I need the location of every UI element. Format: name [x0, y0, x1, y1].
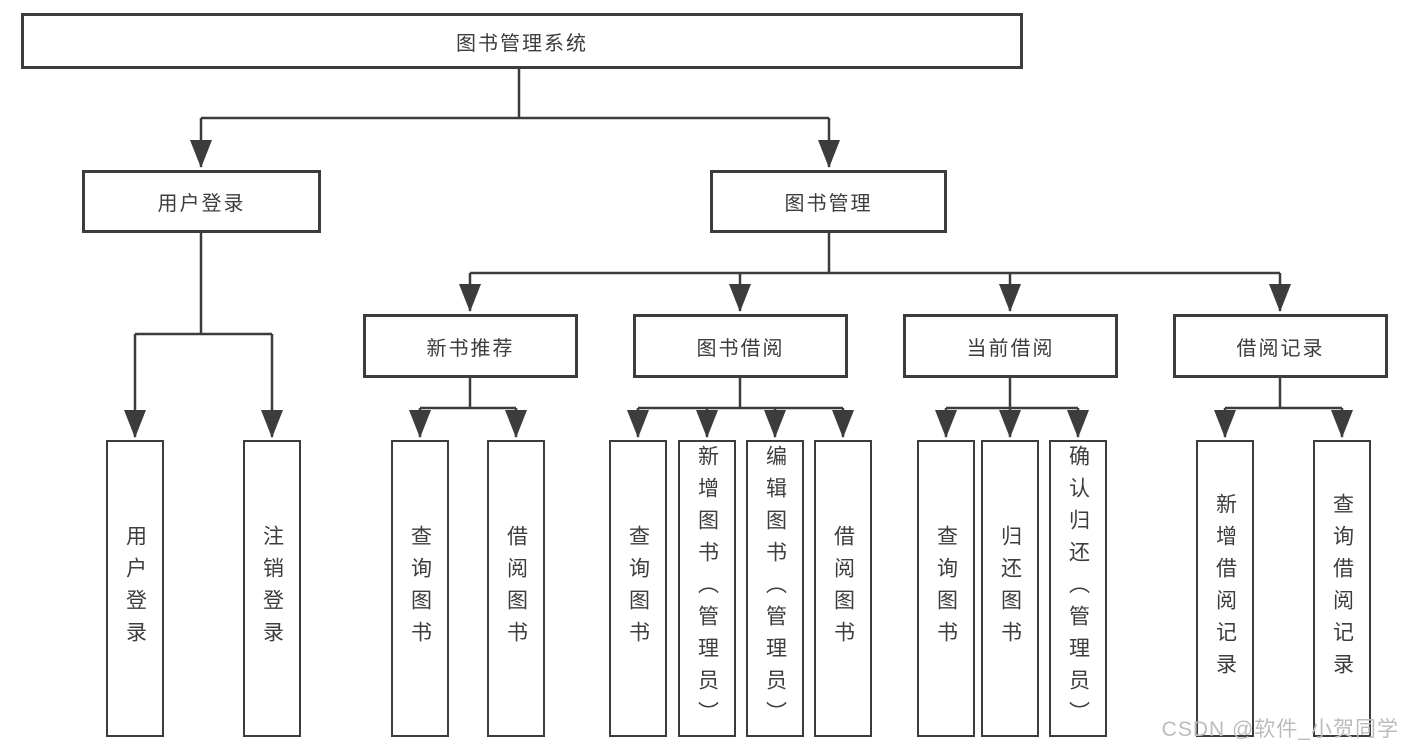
- leaf-user-login: 用户登录: [106, 440, 164, 737]
- leaf-confirm-return-admin-label: 确认归还（管理员）: [1066, 444, 1090, 733]
- leaf-query-books-current: 查询图书: [917, 440, 975, 737]
- leaf-confirm-return-admin: 确认归还（管理员）: [1049, 440, 1107, 737]
- node-book-borrowing: 图书借阅: [633, 314, 848, 378]
- leaf-borrow-books-label: 借阅图书: [831, 524, 855, 653]
- leaf-add-borrow-record: 新增借阅记录: [1196, 440, 1254, 737]
- node-root-label: 图书管理系统: [456, 32, 588, 55]
- leaf-edit-books-admin-label: 编辑图书（管理员）: [763, 444, 787, 733]
- leaf-add-books-admin-label: 新增图书（管理员）: [695, 444, 719, 733]
- leaf-query-books-borrow: 查询图书: [609, 440, 667, 737]
- node-borrowing-records: 借阅记录: [1173, 314, 1388, 378]
- leaf-add-borrow-record-label: 新增借阅记录: [1213, 492, 1237, 685]
- leaf-query-books-recommend: 查询图书: [391, 440, 449, 737]
- leaf-logout-label: 注销登录: [260, 524, 284, 653]
- node-borrowing-records-label: 借阅记录: [1236, 337, 1325, 360]
- node-new-book-recommendation-label: 新书推荐: [426, 337, 515, 360]
- leaf-edit-books-admin: 编辑图书（管理员）: [746, 440, 804, 737]
- node-book-borrowing-label: 图书借阅: [696, 337, 785, 360]
- node-user-login: 用户登录: [82, 170, 321, 233]
- leaf-query-books-recommend-label: 查询图书: [408, 524, 432, 653]
- node-new-book-recommendation: 新书推荐: [363, 314, 578, 378]
- node-current-borrowing: 当前借阅: [903, 314, 1118, 378]
- csdn-watermark: CSDN @软件_小贺同学: [1161, 718, 1399, 741]
- leaf-query-books-current-label: 查询图书: [934, 524, 958, 653]
- leaf-borrow-books: 借阅图书: [814, 440, 872, 737]
- leaf-return-books-label: 归还图书: [998, 524, 1022, 653]
- node-book-management-label: 图书管理: [784, 193, 873, 215]
- node-user-login-label: 用户登录: [157, 193, 246, 215]
- leaf-user-login-label: 用户登录: [123, 524, 147, 653]
- leaf-query-books-borrow-label: 查询图书: [626, 524, 650, 653]
- node-current-borrowing-label: 当前借阅: [966, 337, 1055, 360]
- node-book-management: 图书管理: [710, 170, 947, 233]
- leaf-add-books-admin: 新增图书（管理员）: [678, 440, 736, 737]
- leaf-logout: 注销登录: [243, 440, 301, 737]
- node-root-system: 图书管理系统: [21, 13, 1023, 69]
- leaf-borrow-books-recommend-label: 借阅图书: [504, 524, 528, 653]
- leaf-query-borrow-record: 查询借阅记录: [1313, 440, 1371, 737]
- leaf-return-books: 归还图书: [981, 440, 1039, 737]
- leaf-query-borrow-record-label: 查询借阅记录: [1330, 492, 1354, 685]
- leaf-borrow-books-recommend: 借阅图书: [487, 440, 545, 737]
